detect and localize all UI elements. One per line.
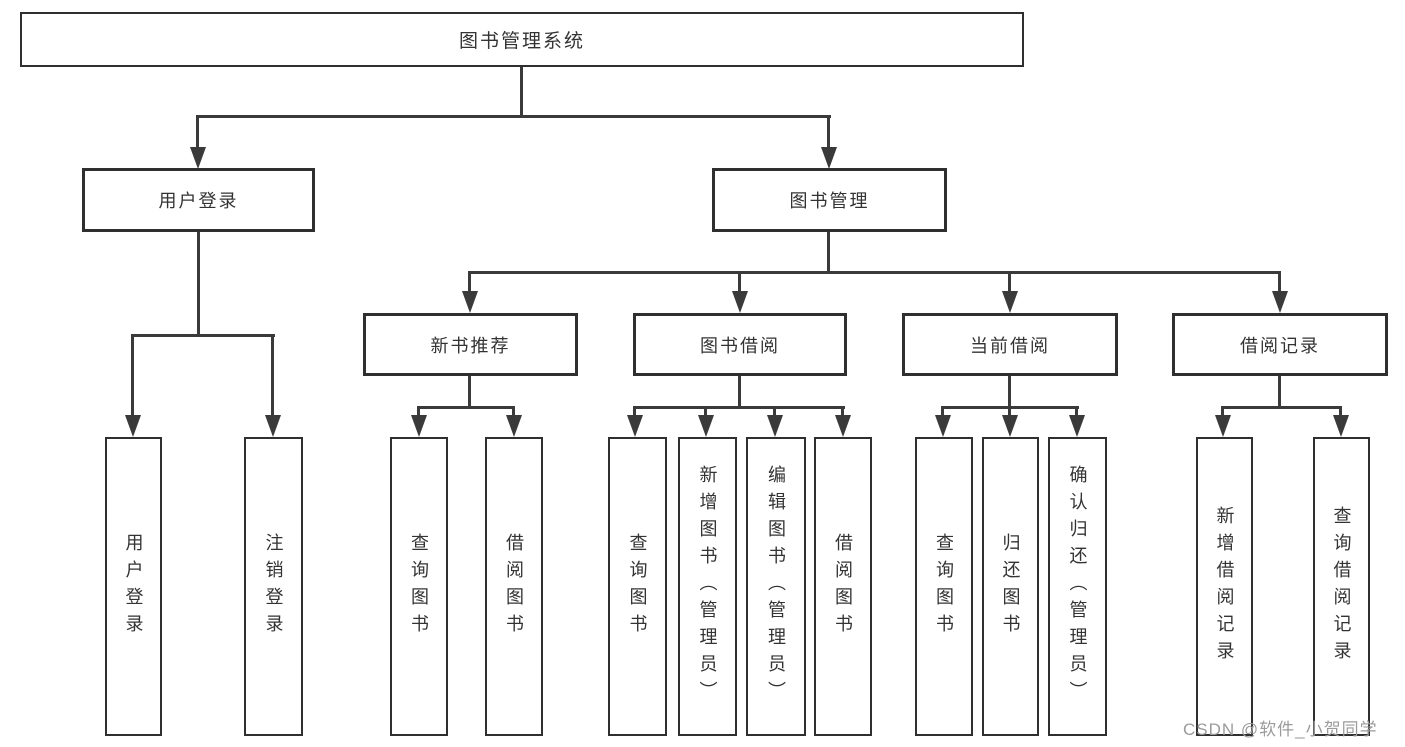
leaf-records-add-borrow-record: 新增借阅记录 <box>1196 437 1253 736</box>
connector-vertical <box>1008 406 1011 417</box>
leaf-logout: 注销登录 <box>244 437 303 736</box>
node-root-library-management-system: 图书管理系统 <box>20 12 1024 67</box>
connector-vertical <box>827 230 830 273</box>
leaf-label: 确认归还（管理员） <box>1067 465 1088 708</box>
connector-vertical <box>131 334 134 416</box>
connector-vertical <box>417 406 420 417</box>
node-new-book-recommend: 新书推荐 <box>363 313 578 376</box>
leaf-borrow-add-books-admin: 新增图书（管理员） <box>678 437 737 736</box>
connector-vertical <box>271 334 274 416</box>
connector-vertical <box>468 374 471 408</box>
leaf-borrow-edit-books-admin: 编辑图书（管理员） <box>746 437 806 736</box>
connector-vertical <box>1278 271 1281 293</box>
connector-horizontal <box>1223 406 1342 409</box>
leaf-label: 新增借阅记录 <box>1214 505 1235 668</box>
connector-vertical <box>1221 406 1224 417</box>
leaf-recommend-query-books: 查询图书 <box>390 437 448 736</box>
leaf-label: 查询图书 <box>409 532 429 641</box>
leaf-label: 借阅图书 <box>504 532 524 641</box>
connector-horizontal <box>198 115 831 118</box>
connector-vertical <box>633 406 636 417</box>
connector-vertical <box>1008 271 1011 293</box>
arrow-down-icon <box>732 291 748 313</box>
arrow-down-icon <box>462 291 478 313</box>
connector-horizontal <box>470 271 1281 274</box>
leaf-label: 用户登录 <box>123 532 144 641</box>
leaf-borrow-query-books: 查询图书 <box>608 437 667 736</box>
arrow-down-icon <box>1215 415 1231 437</box>
arrow-down-icon <box>627 415 643 437</box>
connector-horizontal <box>419 406 515 409</box>
node-user-login: 用户登录 <box>82 168 315 232</box>
arrow-down-icon <box>835 415 851 437</box>
connector-vertical <box>1278 374 1281 408</box>
connector-vertical <box>738 271 741 293</box>
arrow-down-icon <box>265 415 281 437</box>
node-book-borrow: 图书借阅 <box>633 313 847 376</box>
arrow-down-icon <box>1002 415 1018 437</box>
arrow-down-icon <box>767 415 783 437</box>
leaf-label: 查询图书 <box>627 532 648 641</box>
csdn-watermark: CSDN @软件_小贺同学 <box>1183 720 1378 739</box>
leaf-label: 查询借阅记录 <box>1331 505 1352 668</box>
leaf-label: 新增图书（管理员） <box>697 465 718 708</box>
connector-vertical <box>1075 406 1078 417</box>
leaf-label: 注销登录 <box>263 532 284 641</box>
connector-horizontal <box>133 334 275 337</box>
leaf-label: 借阅图书 <box>833 532 853 641</box>
connector-vertical <box>512 406 515 417</box>
connector-horizontal <box>943 406 1079 409</box>
arrow-down-icon <box>190 147 206 169</box>
leaf-label: 编辑图书（管理员） <box>766 465 786 708</box>
node-current-borrow: 当前借阅 <box>902 313 1118 376</box>
leaf-current-return-books: 归还图书 <box>982 437 1039 736</box>
connector-vertical <box>704 406 707 417</box>
connector-vertical <box>773 406 776 417</box>
leaf-user-login: 用户登录 <box>105 437 162 736</box>
connector-horizontal <box>635 406 845 409</box>
arrow-down-icon <box>506 415 522 437</box>
leaf-borrow-borrow-books: 借阅图书 <box>814 437 872 736</box>
leaf-records-query-borrow-record: 查询借阅记录 <box>1313 437 1370 736</box>
arrow-down-icon <box>1272 291 1288 313</box>
leaf-current-query-books: 查询图书 <box>915 437 973 736</box>
connector-vertical <box>197 230 200 336</box>
connector-vertical <box>827 115 830 149</box>
arrow-down-icon <box>1333 415 1349 437</box>
arrow-down-icon <box>1069 415 1085 437</box>
node-book-management: 图书管理 <box>712 168 947 232</box>
connector-vertical <box>520 67 523 117</box>
leaf-current-confirm-return-admin: 确认归还（管理员） <box>1048 437 1107 736</box>
leaf-label: 归还图书 <box>1000 532 1021 641</box>
connector-vertical <box>1008 374 1011 408</box>
connector-vertical <box>841 406 844 417</box>
node-borrow-records: 借阅记录 <box>1172 313 1388 376</box>
arrow-down-icon <box>821 147 837 169</box>
connector-vertical <box>468 271 471 293</box>
arrow-down-icon <box>935 415 951 437</box>
arrow-down-icon <box>698 415 714 437</box>
connector-vertical <box>738 374 741 408</box>
leaf-label: 查询图书 <box>934 532 954 641</box>
connector-vertical <box>1339 406 1342 417</box>
connector-vertical <box>941 406 944 417</box>
leaf-recommend-borrow-books: 借阅图书 <box>485 437 543 736</box>
connector-vertical <box>196 115 199 149</box>
arrow-down-icon <box>411 415 427 437</box>
arrow-down-icon <box>125 415 141 437</box>
arrow-down-icon <box>1002 291 1018 313</box>
